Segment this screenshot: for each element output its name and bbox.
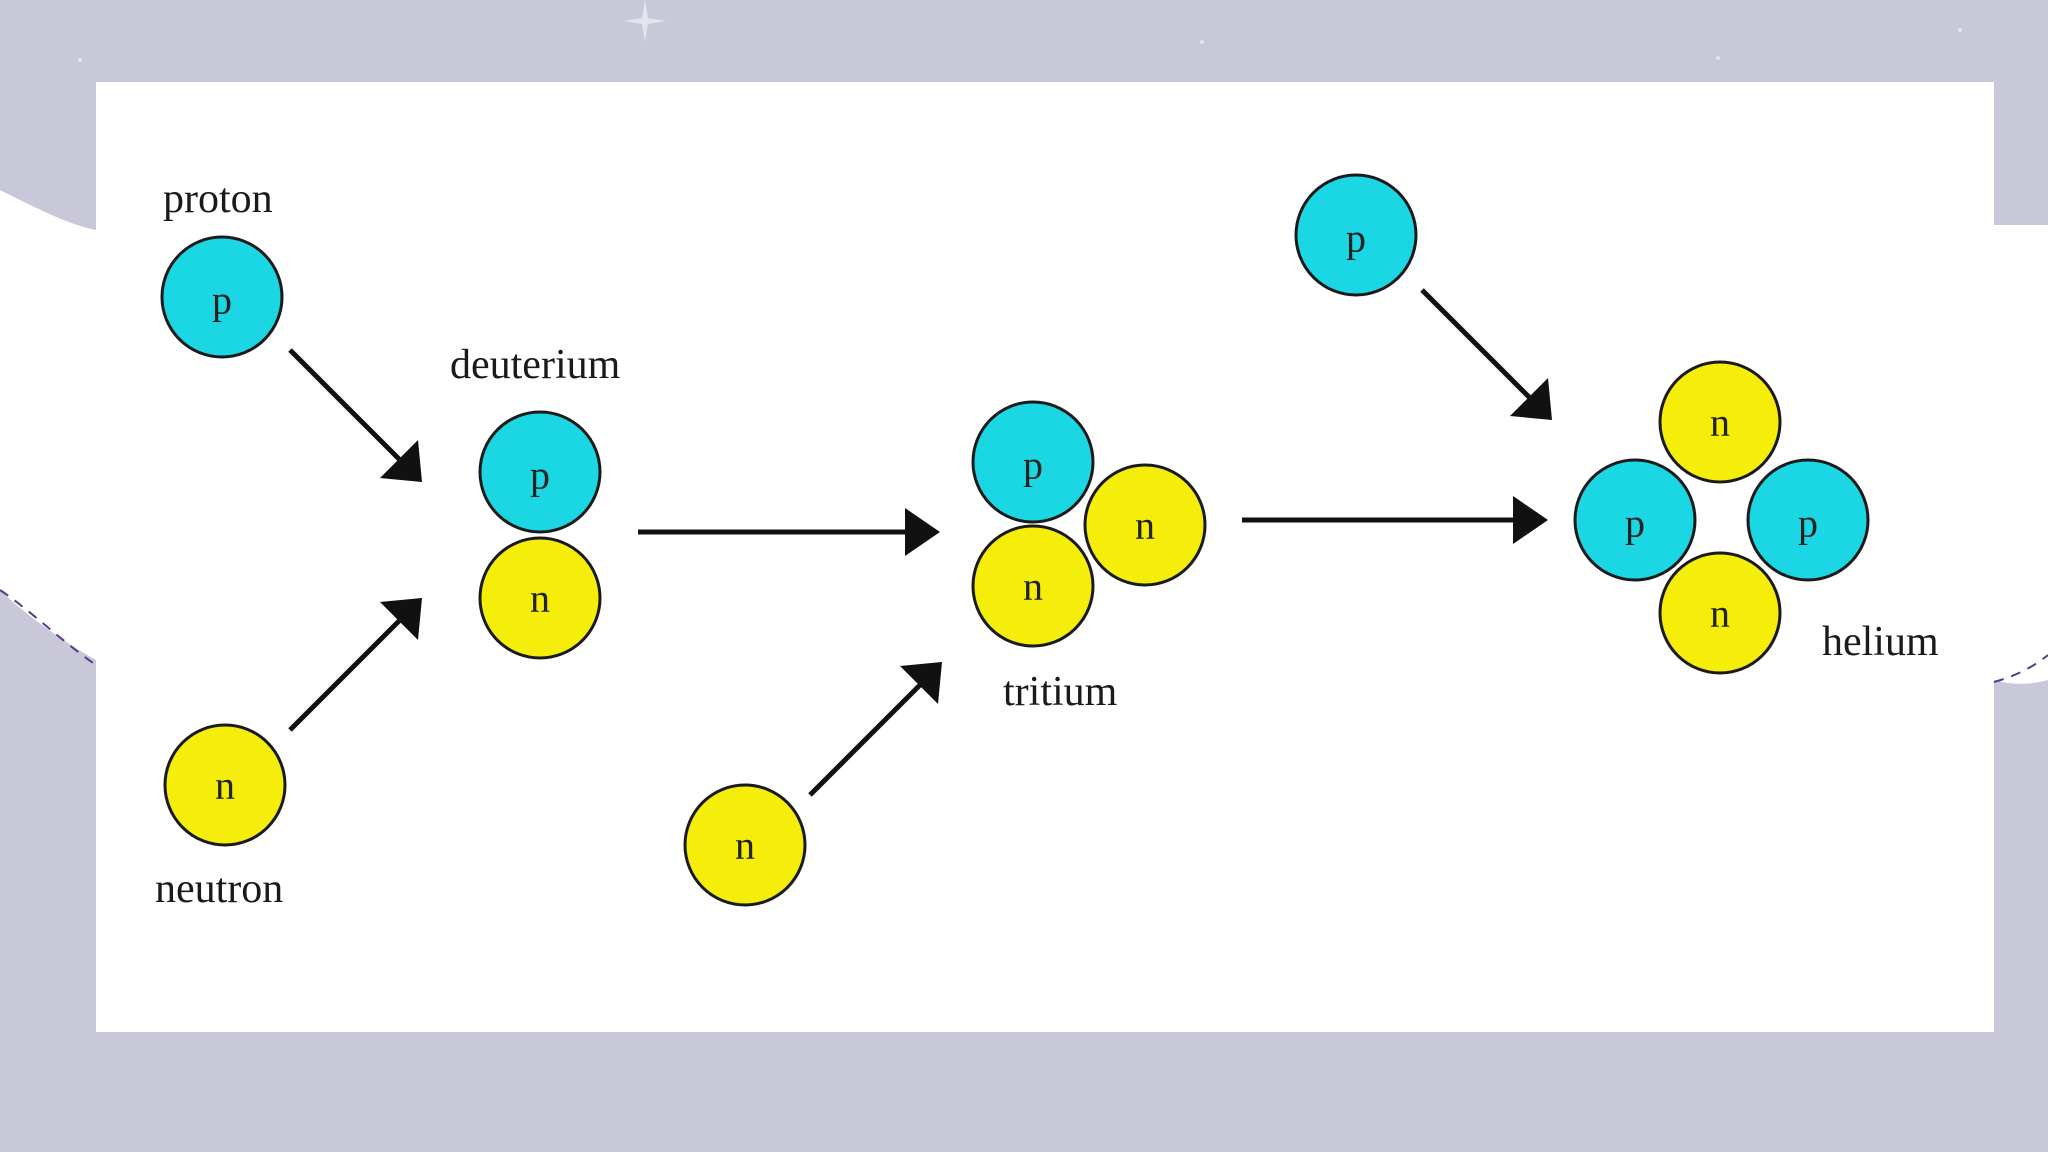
label-deuterium: deuterium — [450, 342, 621, 388]
arrowhead-proton-to-helium — [1510, 378, 1552, 420]
label-helium: helium — [1822, 619, 1939, 665]
proton-circle — [160, 235, 284, 359]
arrows — [288, 288, 1532, 797]
neutron-particle-2: n — [683, 783, 807, 907]
arrow-proton-to-helium — [1420, 288, 1532, 400]
label-tritium: tritium — [1003, 669, 1118, 715]
neutron-circle — [1658, 551, 1782, 675]
proton-circle — [1746, 458, 1870, 582]
arrowheads — [380, 378, 1552, 704]
arrowhead-neutron-to-tritium — [900, 662, 942, 704]
proton-circle — [971, 400, 1095, 524]
particle-letter: n — [1023, 564, 1043, 609]
deuterium-nucleus: p n — [478, 410, 602, 660]
label-neutron: neutron — [155, 866, 283, 912]
right-dashed-curve — [1993, 654, 2048, 683]
neutron-circle — [1658, 360, 1782, 484]
proton-circle — [478, 410, 602, 534]
neutron-circle — [971, 524, 1095, 648]
sparkles — [78, 0, 1962, 62]
particle-letter: p — [1346, 216, 1366, 261]
particle-letter: p — [1023, 443, 1043, 488]
arrow-proton-to-deuterium — [288, 348, 402, 462]
particle-letter: p — [1625, 501, 1645, 546]
label-proton: proton — [163, 176, 273, 222]
left-dashed-curve — [0, 589, 97, 666]
arrowhead-neutron-to-deuterium — [380, 598, 422, 640]
tritium-nucleus: n p n — [971, 400, 1207, 648]
particle-letter: n — [1710, 591, 1730, 636]
helium-nucleus: n n p p — [1573, 360, 1870, 675]
proton-circle — [1573, 458, 1697, 582]
particle-letter: n — [215, 763, 235, 808]
particle-letter: n — [1135, 503, 1155, 548]
particle-letter: n — [1710, 400, 1730, 445]
arrowhead-deuterium-to-tritium — [905, 508, 940, 556]
particle-letter: p — [1798, 501, 1818, 546]
neutron-circle — [1083, 463, 1207, 587]
arrowhead-tritium-to-helium — [1513, 496, 1548, 544]
arrow-neutron-to-deuterium — [288, 618, 402, 732]
proton-particle-2: p — [1294, 173, 1418, 297]
right-wave-shape — [1994, 225, 2048, 684]
bottom-wave-shape — [490, 1032, 1745, 1152]
neutron-circle — [683, 783, 807, 907]
arrow-neutron-to-tritium — [808, 683, 922, 797]
particle-letter: p — [530, 453, 550, 498]
proton-circle — [1294, 173, 1418, 297]
left-wave-shape — [0, 190, 96, 660]
particle-letter: p — [212, 278, 232, 323]
neutron-circle — [478, 536, 602, 660]
particle-letter: n — [530, 576, 550, 621]
neutron-particle: n — [163, 723, 287, 847]
particle-letter: n — [735, 823, 755, 868]
particles: p n p n n p n n p — [160, 173, 1870, 907]
arrowhead-proton-to-deuterium — [380, 440, 422, 482]
labels: proton neutron deuterium tritium helium — [155, 176, 1939, 912]
neutron-circle — [163, 723, 287, 847]
proton-particle: p — [160, 235, 284, 359]
